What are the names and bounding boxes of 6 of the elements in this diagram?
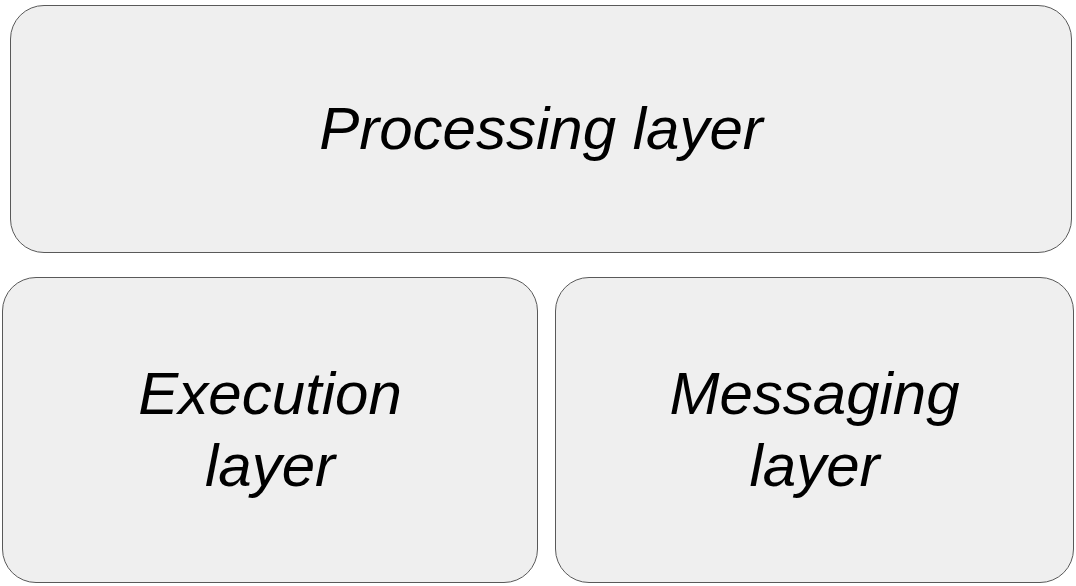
layer-label: Execution layer [137,359,403,501]
layer-box [10,5,1072,253]
layer-label: Processing layer [319,94,763,164]
layer-box [555,277,1074,583]
layer-box [2,277,538,583]
layer-label: Messaging layer [668,359,961,501]
